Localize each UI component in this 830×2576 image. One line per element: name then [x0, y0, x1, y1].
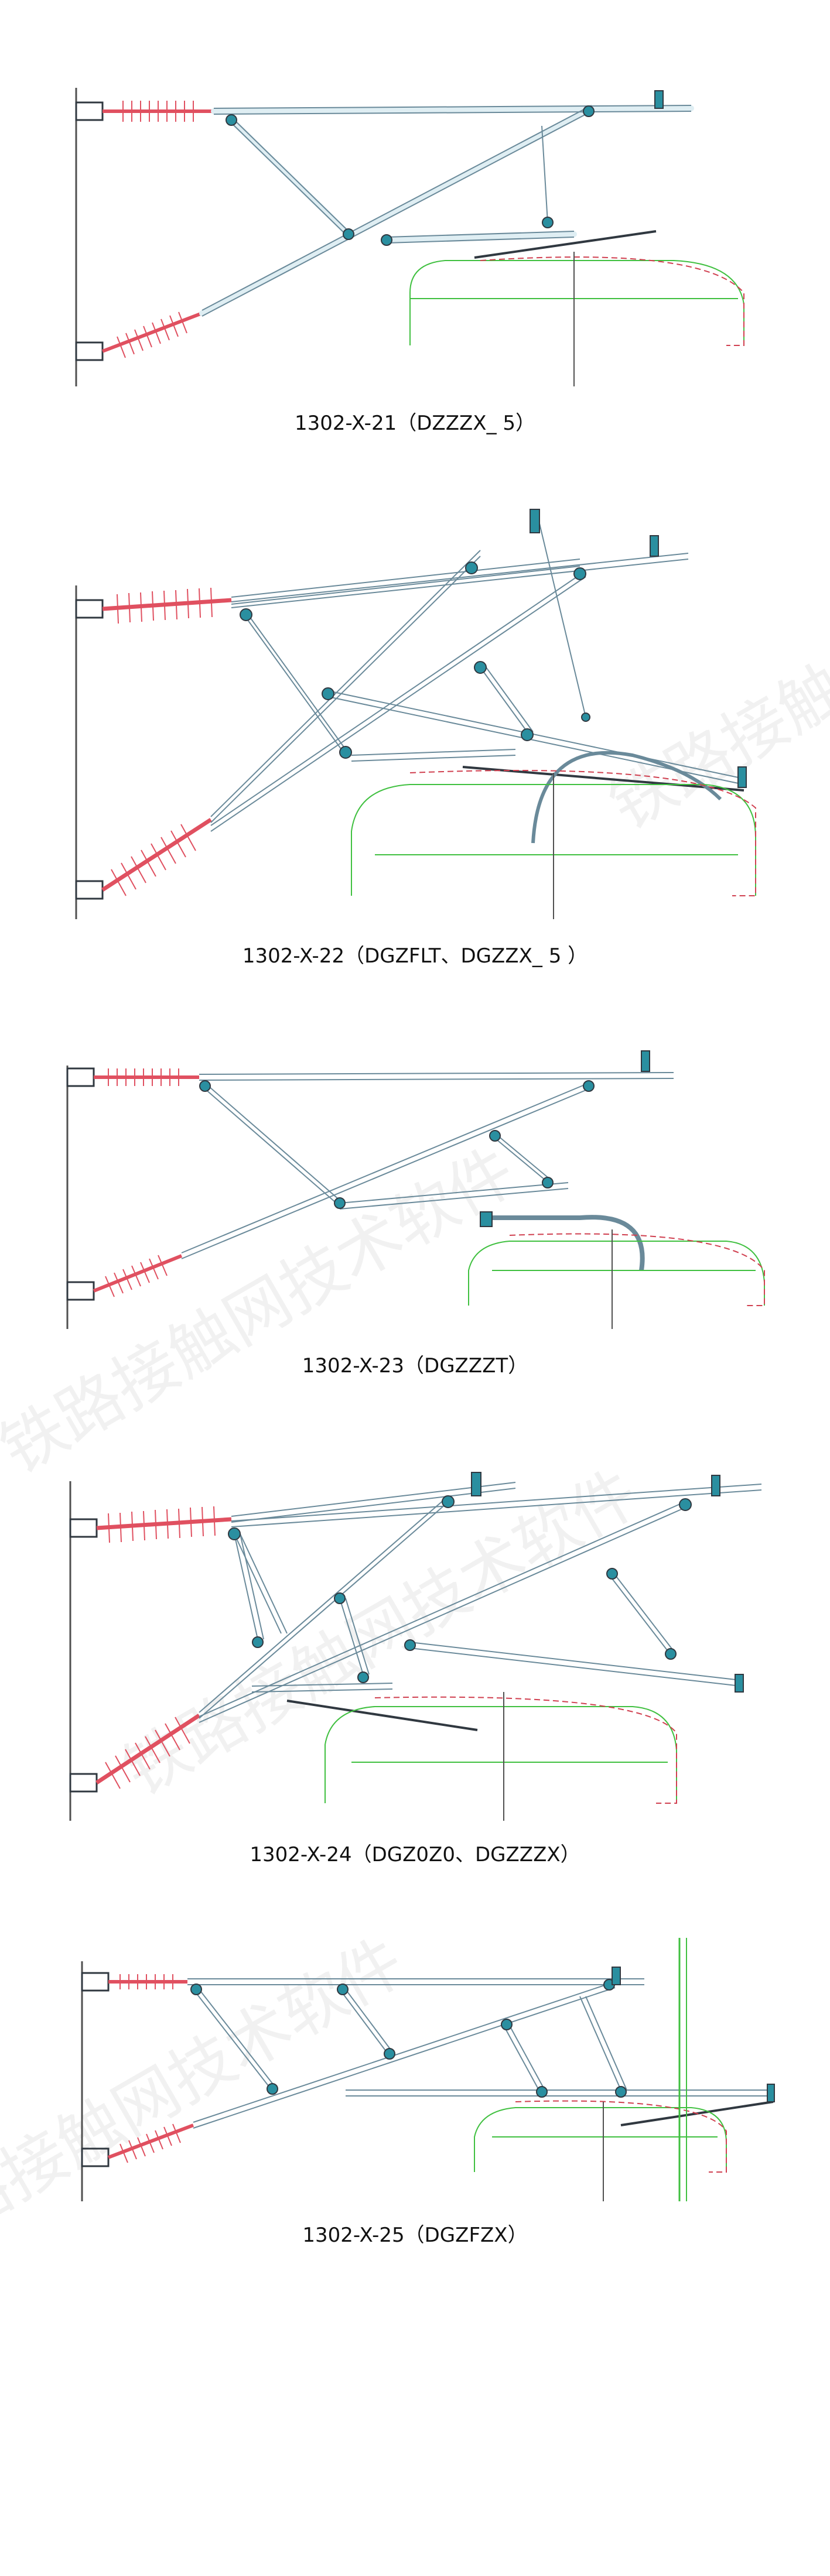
upper-mast-bracket	[66, 1067, 95, 1087]
upper-insulator	[96, 1506, 232, 1543]
figure-caption: 1302-X-21（DZZZX_ 5）	[294, 412, 536, 435]
fittings	[199, 1050, 650, 1227]
figure-caption: 1302-X-24（DGZ0Z0、DGZZZX）	[250, 1843, 580, 1866]
lower-insulator	[107, 2123, 194, 2163]
lower-insulator	[101, 818, 212, 896]
tubes	[199, 105, 694, 316]
tubes	[199, 1482, 762, 1723]
lower-insulator	[95, 1714, 200, 1789]
figure-1302-x-25: 1302-X-25（DGZFZX）	[0, 1926, 830, 2266]
upper-insulator	[94, 1068, 199, 1086]
contact-wire	[474, 230, 657, 259]
pull-off-tube	[486, 1215, 645, 1271]
tubes	[210, 520, 744, 832]
lower-mast-bracket	[69, 1773, 98, 1793]
cantilever-diagram	[75, 509, 756, 919]
lower-insulator	[101, 311, 203, 358]
upper-mast-bracket	[75, 101, 104, 121]
pull-off-tube	[531, 751, 722, 844]
clearance-gauge	[409, 252, 744, 386]
figure-1302-x-24: 1302-X-24（DGZ0Z0、DGZZZX）	[0, 1417, 830, 1897]
lower-insulator	[93, 1254, 183, 1297]
cantilever-diagram	[75, 88, 744, 386]
clearance-gauge	[468, 1229, 765, 1329]
fittings	[228, 1472, 744, 1693]
cantilever-diagram	[81, 1938, 775, 2201]
lower-mast-bracket	[75, 341, 104, 361]
upper-insulator	[108, 1974, 187, 1989]
fittings	[240, 509, 747, 788]
upper-insulator	[103, 101, 214, 122]
figure-1302-x-23: 1302-X-23（DGZZZT）	[0, 1025, 830, 1399]
fittings	[190, 1967, 775, 2102]
contact-wire	[286, 1700, 478, 1731]
tube-outlines	[201, 105, 692, 317]
figure-1302-x-22: 1302-X-22（DGZFLT、DGZZX_ 5 ）	[0, 480, 830, 984]
lower-mast-bracket	[66, 1281, 95, 1301]
figure-caption: 1302-X-25（DGZFZX）	[302, 2224, 528, 2247]
lower-mast-bracket	[81, 2147, 110, 2167]
clearance-gauge	[474, 1938, 727, 2201]
upper-insulator	[102, 587, 232, 624]
lower-mast-bracket	[75, 880, 104, 900]
tubes	[187, 1978, 773, 2129]
upper-mast-bracket	[69, 1518, 98, 1538]
upper-mast-bracket	[81, 1972, 110, 1992]
cantilever-diagram	[66, 1050, 765, 1329]
clearance-gauge	[325, 1692, 677, 1821]
upper-mast-bracket	[75, 599, 104, 619]
clearance-gauge	[351, 770, 756, 919]
figure-1302-x-21: 1302-X-21（DZZZX_ 5）	[0, 0, 830, 457]
tubes	[181, 1072, 674, 1259]
figure-caption: 1302-X-23（DGZZZT）	[302, 1354, 528, 1378]
fittings	[226, 90, 664, 246]
cantilever-diagram	[69, 1472, 762, 1821]
figure-caption: 1302-X-22（DGZFLT、DGZZX_ 5 ）	[242, 944, 588, 968]
